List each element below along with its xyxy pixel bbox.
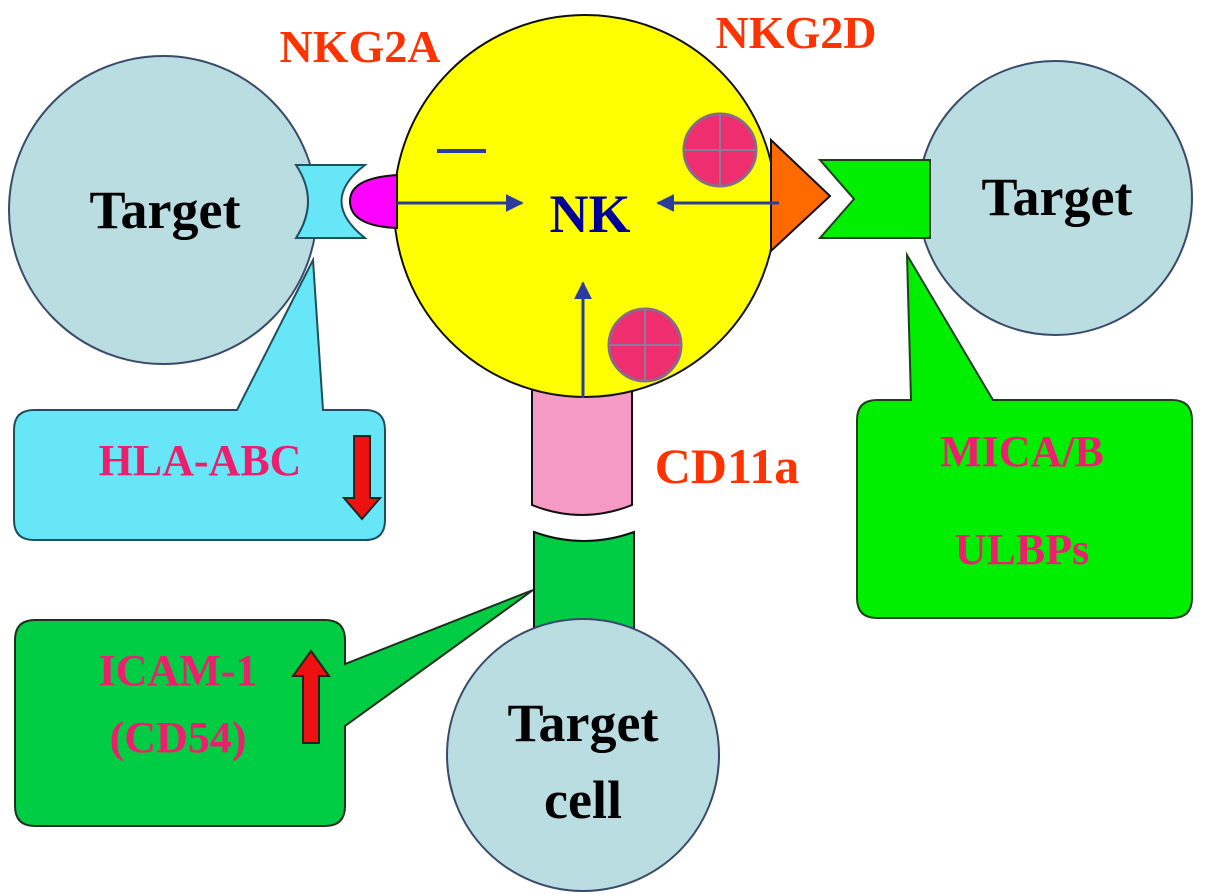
icam-label-line1: ICAM-1: [99, 646, 258, 695]
nkg2d-ligand: [817, 159, 931, 239]
icam-up-arrow: [291, 649, 331, 744]
hla-callout: [13, 256, 386, 541]
cd11a-label: CD11a: [655, 438, 799, 494]
cd11a-bar: [531, 379, 633, 516]
mica-label: MICA/B: [940, 427, 1104, 476]
nkg2a-receptor: [348, 173, 398, 230]
target-cell-bottom: [446, 618, 720, 892]
target-cell-label-line2: cell: [544, 770, 622, 830]
target-cell-label-line1: Target: [508, 693, 659, 753]
hla-label: HLA-ABC: [99, 436, 302, 485]
hla-down-arrow: [341, 435, 383, 521]
nkg2d-label: NKG2D: [716, 7, 877, 58]
icam-label-line2: (CD54): [110, 713, 247, 762]
cd11a-activating-plus-icon: [607, 307, 683, 383]
nkg2d-activating-plus-icon: [682, 112, 758, 188]
target-left-label: Target: [90, 180, 241, 240]
nkg2a-label: NKG2A: [280, 21, 441, 72]
icam-callout: [14, 589, 534, 827]
ulbps-label: ULBPs: [955, 525, 1089, 574]
hla-ligand: [294, 164, 368, 239]
mica-callout: [856, 251, 1193, 619]
nkg2d-receptor: [770, 137, 832, 254]
nk-label: NK: [550, 184, 631, 244]
target-right-label: Target: [982, 167, 1133, 227]
